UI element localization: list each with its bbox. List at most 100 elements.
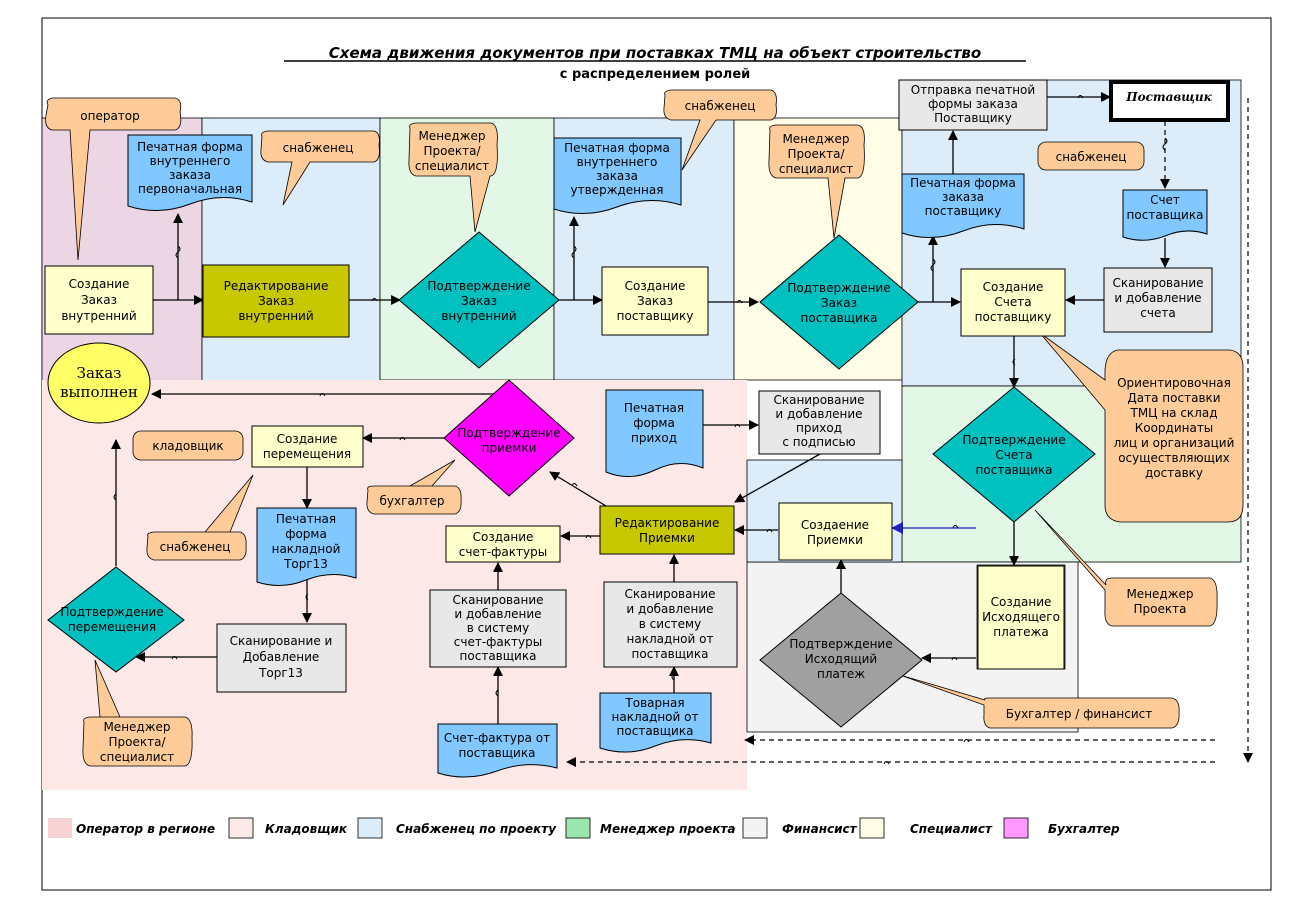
callout-manager-2-l1: Менеджер <box>782 132 849 146</box>
legend-label-3: Менеджер проекта <box>600 822 736 836</box>
node-edit-internal-l3: внутренний <box>238 309 313 323</box>
node-confirm-supplier-order-l2: Заказ <box>821 296 857 310</box>
node-confirm-transfer: Подтверждение перемещения <box>47 566 185 673</box>
callout-operator: оператор <box>45 97 182 261</box>
node-create-internal: Создание Заказ внутренний <box>44 265 154 335</box>
callout-manager-1-l1: Менеджер <box>418 129 485 143</box>
node-confirm-payment: Подтверждение Исходящий платеж <box>759 592 923 728</box>
node-confirm-internal-l1: Подтверждение <box>427 279 530 293</box>
callout-manager-4-l2: Проекта/ <box>109 735 167 749</box>
node-scan-invoice-fact-l5: поставщика <box>460 649 537 663</box>
node-scan-invoice-fact-l4: счет-фактуры <box>454 635 542 649</box>
callout-delivery-l1: Ориентировочная <box>1117 376 1231 390</box>
node-supplier: Поставщик <box>1109 80 1230 122</box>
callout-manager-4-l3: специалист <box>100 750 174 764</box>
callout-manager-3-l1: Менеджер <box>1126 587 1193 601</box>
node-create-invoice: Создание Счета поставщику <box>960 268 1066 337</box>
diagram-title: Схема движения документов при поставках … <box>329 44 981 62</box>
node-scan-invoice-l2: и добавление <box>1114 291 1201 305</box>
node-scan-invoice-fact-l3: в систему <box>467 621 529 635</box>
node-print-internal-initial: Печатная форма внутреннего заказа первон… <box>127 134 253 212</box>
legend-swatch-1 <box>228 817 254 839</box>
callout-delivery-l4: Координаты <box>1135 421 1214 435</box>
node-send-print-order-l3: Поставщику <box>934 111 1012 125</box>
node-create-transfer-l2: перемещения <box>263 447 351 461</box>
legend-swatch-4 <box>742 817 768 839</box>
node-edit-receipt-l2: Приемки <box>639 531 695 545</box>
node-send-print-order-l1: Отправка печатной <box>911 83 1035 97</box>
node-scan-waybill-l2: и добавление <box>626 602 713 616</box>
node-create-transfer-l1: Создание <box>277 432 338 446</box>
node-print-internal-approved-l1: Печатная форма <box>564 141 670 155</box>
callout-manager-2-l3: специалист <box>779 162 853 176</box>
nodes: Создание Заказ внутренний Печатная форма… <box>44 79 1230 778</box>
node-create-payment-l3: платежа <box>993 625 1048 639</box>
node-print-torg-l2: форма <box>285 527 327 541</box>
node-confirm-supplier-order-l3: поставщика <box>801 311 878 325</box>
node-supplier-invoice: Счет поставщика <box>1122 189 1208 241</box>
node-print-internal-approved-l4: утвержденная <box>571 183 664 197</box>
callout-delivery-info: Ориентировочная Дата поставки ТМЦ на скл… <box>1039 332 1244 523</box>
node-create-invoice-l2: Счета <box>994 295 1031 309</box>
node-create-payment-l2: Исходящего <box>982 610 1060 624</box>
node-confirm-internal: Подтверждение Заказ внутренний <box>398 231 560 369</box>
legend-label-4: Финансист <box>782 822 858 836</box>
callout-manager-4-l1: Менеджер <box>103 720 170 734</box>
callout-delivery-l5: лиц и организаций <box>1114 436 1235 450</box>
node-print-internal-initial-l1: Печатная форма <box>137 140 243 154</box>
node-print-receipt: Печатная форма приход <box>605 389 704 477</box>
callout-manager-3-l2: Проекта <box>1134 602 1187 616</box>
callout-supplier-1-text: снабженец <box>283 141 354 155</box>
callout-manager-2: Менеджер Проекта/ специалист <box>768 124 865 239</box>
callout-supplier-2-text: снабженец <box>685 99 756 113</box>
node-print-receipt-l1: Печатная <box>624 401 684 415</box>
callout-operator-text: оператор <box>80 109 140 123</box>
node-confirm-supplier-order: Подтверждение Заказ поставщика <box>759 234 919 370</box>
callout-manager-4: Менеджер Проекта/ специалист <box>82 659 193 767</box>
node-order-done: Заказ выполнен <box>47 342 151 424</box>
callout-manager-1: Менеджер Проекта/ специалист <box>408 122 498 233</box>
node-create-transfer: Создание перемещения <box>251 425 364 468</box>
node-scan-invoice-l1: Сканирование <box>1112 276 1203 290</box>
node-scan-torg-l1: Сканирование и <box>230 634 333 648</box>
node-create-invoice-l3: поставщику <box>975 310 1052 324</box>
node-confirm-internal-l2: Заказ <box>461 294 497 308</box>
node-edit-receipt: Редактирование Приемки <box>599 505 735 555</box>
node-print-torg12: Печатная форма накладной Торг13 <box>256 507 357 586</box>
node-confirm-invoice-l3: поставщика <box>976 463 1053 477</box>
node-confirm-receipt-l2: приемки <box>482 441 537 455</box>
node-create-supplier-order: Создание Заказ поставщику <box>601 266 709 336</box>
node-supplier-label: Поставщик <box>1125 90 1212 104</box>
node-create-internal-l1: Создание <box>69 277 130 291</box>
node-print-internal-approved: Печатная форма внутреннего заказа утверж… <box>553 137 682 215</box>
callout-delivery-l6: осуществляющих <box>1118 451 1230 465</box>
node-confirm-transfer-l2: перемещения <box>68 620 156 634</box>
node-send-print-order: Отправка печатной формы заказа Поставщик… <box>898 79 1048 131</box>
node-scan-receipt-l1: Сканирование <box>773 393 864 407</box>
node-print-supplier-order-l3: поставщику <box>925 204 1002 218</box>
node-scan-torg13: Сканирование и Добавление Торг13 <box>216 623 347 693</box>
node-print-internal-initial-l2: внутреннего <box>150 154 231 168</box>
node-waybill-l2: накладной от <box>612 710 699 724</box>
node-print-torg-l3: накладной <box>272 542 341 556</box>
node-scan-receipt-l3: приход <box>796 421 842 435</box>
node-create-supplier-order-l2: Заказ <box>637 294 673 308</box>
node-create-invoice-fact-l2: счет-фактуры <box>459 545 547 559</box>
node-supplier-invoice-l2: поставщика <box>1127 208 1204 222</box>
callout-supplier-2: снабженец <box>663 89 777 171</box>
node-confirm-receipt: Подтверждение приемки <box>443 379 575 497</box>
node-print-internal-initial-l4: первоначальная <box>138 182 242 196</box>
node-order-done-l2: выполнен <box>60 383 138 401</box>
callout-supplier-4-text: снабженец <box>160 540 231 554</box>
callout-manager-1-l3: специалист <box>415 159 489 173</box>
node-create-internal-l2: Заказ <box>81 293 117 307</box>
node-edit-internal: Редактирование Заказ внутренний <box>202 264 350 338</box>
node-create-payment-l1: Создание <box>991 595 1052 609</box>
node-confirm-invoice: Подтверждение Счета поставщика <box>932 386 1096 523</box>
legend-swatch-0 <box>48 818 72 838</box>
callout-manager-3: Менеджер Проекта <box>1034 509 1218 627</box>
callout-storekeeper: кладовщик <box>132 430 244 461</box>
node-edit-internal-l1: Редактирование <box>224 279 329 293</box>
node-confirm-invoice-l1: Подтверждение <box>962 433 1065 447</box>
callout-accountant-finance-text: Бухгалтер / финансист <box>1006 707 1153 721</box>
